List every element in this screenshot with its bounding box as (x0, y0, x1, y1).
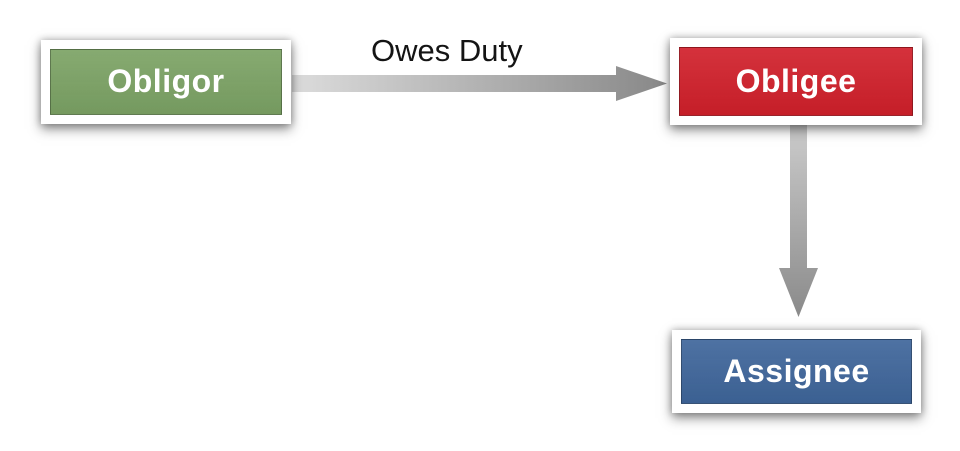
node-obligee-label: Obligee (735, 62, 857, 99)
obligee-to-assignee-arrow-down-icon (779, 124, 818, 317)
node-obligor: Obligor (41, 40, 291, 124)
node-obligor-fill: Obligor (50, 49, 282, 115)
node-obligee-fill: Obligee (679, 47, 913, 116)
node-obligor-label: Obligor (107, 63, 225, 99)
node-assignee-fill: Assignee (681, 339, 912, 404)
node-assignee-label: Assignee (723, 352, 870, 389)
node-obligee: Obligee (670, 38, 922, 125)
owes-duty-arrow-right-icon (292, 66, 667, 101)
node-assignee: Assignee (672, 330, 921, 413)
edge-label-owes-duty: Owes Duty (371, 33, 523, 68)
